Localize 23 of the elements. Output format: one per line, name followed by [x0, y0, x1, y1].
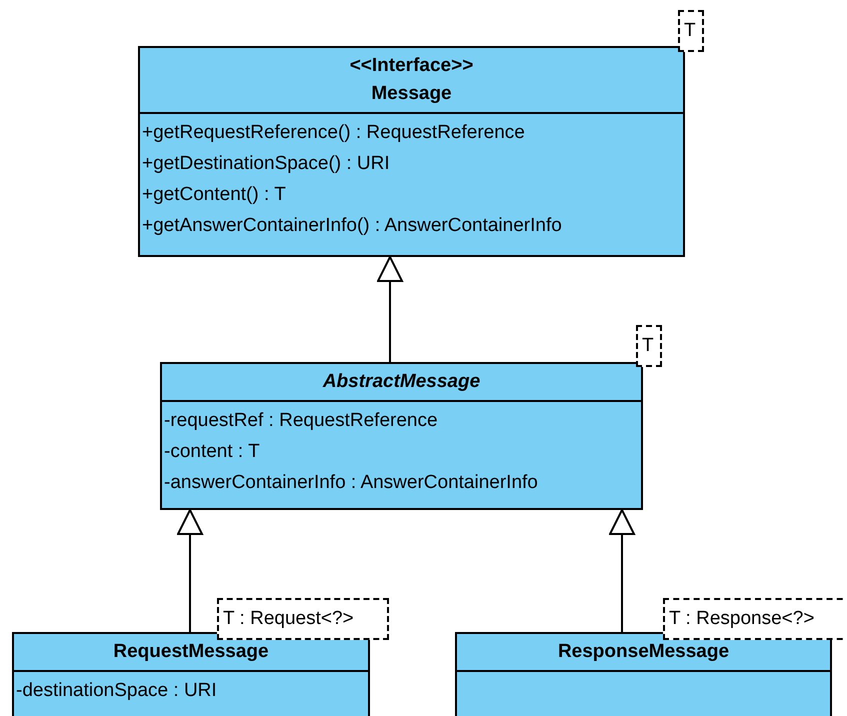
class-box — [455, 632, 832, 716]
class-member: +getContent() : T — [142, 183, 287, 207]
class-name: ResponseMessage — [558, 640, 730, 664]
class-member: -requestRef : RequestReference — [164, 409, 439, 433]
class-member: -destinationSpace : URI — [16, 679, 218, 703]
class-box — [138, 46, 685, 257]
generalization-arrow — [377, 256, 403, 362]
class-member: -answerContainerInfo : AnswerContainerInfo — [164, 471, 539, 495]
class-member: +getDestinationSpace() : URI — [142, 152, 391, 176]
class-member: +getRequestReference() : RequestReference — [142, 121, 526, 145]
class-member: +getAnswerContainerInfo() : AnswerContainerInfo — [142, 214, 563, 238]
class-box — [160, 362, 643, 510]
stereotype: <<Interface>> — [350, 54, 474, 78]
class-box — [12, 632, 370, 716]
template-parameter: T — [636, 325, 662, 367]
class-name: Message — [371, 82, 452, 106]
class-member: -content : T — [164, 440, 261, 464]
template-parameter: T : Request<?> — [217, 598, 389, 640]
class-name: AbstractMessage — [322, 370, 480, 394]
generalization-arrow — [177, 509, 203, 632]
generalization-arrow — [609, 509, 635, 632]
class-name: RequestMessage — [113, 640, 269, 664]
template-parameter: T — [678, 10, 704, 52]
